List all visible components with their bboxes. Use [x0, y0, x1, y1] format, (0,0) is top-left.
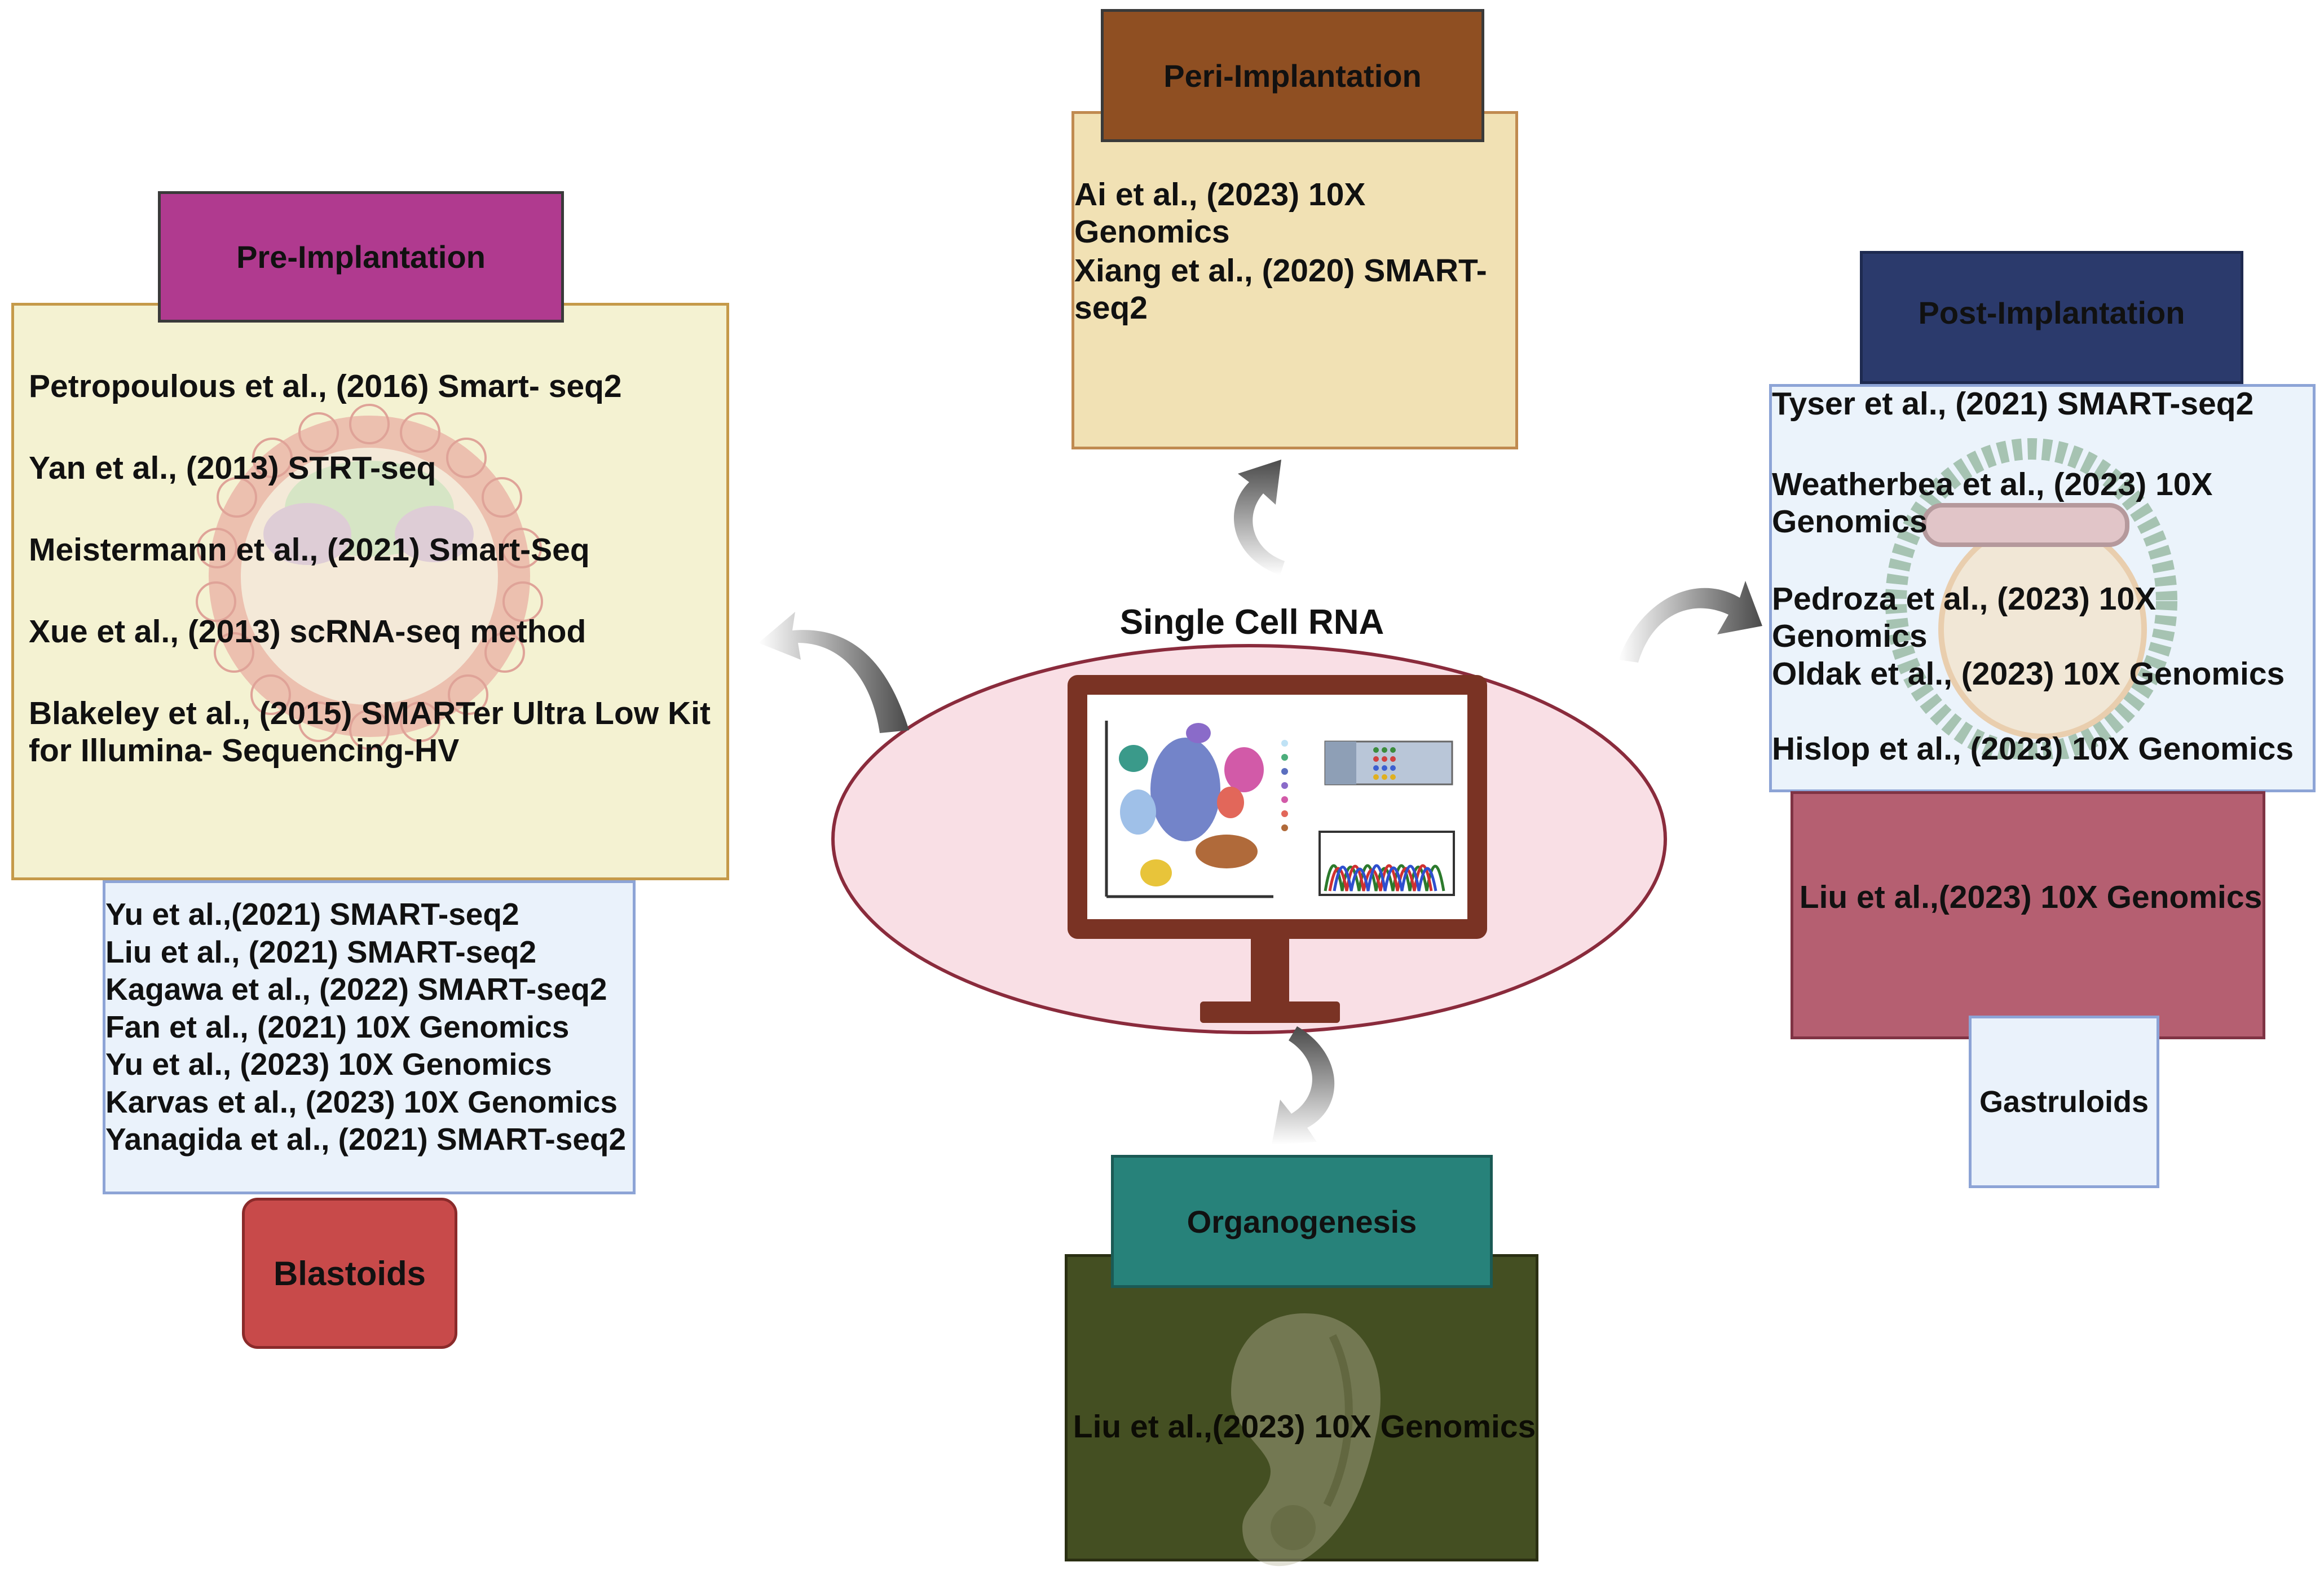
pre-citation-1: Petropoulous et al., (2016) Smart- seq2	[29, 368, 622, 404]
pre-implantation-panel: Petropoulous et al., (2016) Smart- seq2 …	[11, 303, 729, 880]
pre-implantation-header: Pre-Implantation	[158, 191, 564, 323]
peri-citation-2: Xiang et al., (2020) SMART- seq2	[1074, 253, 1487, 326]
post-citation-5: Hislop et al., (2023) 10X Genomics	[1772, 731, 2294, 767]
blastoids-citation-1: Yu et al.,(2021) SMART-seq2	[105, 897, 519, 932]
embryo-organogenesis-icon	[1231, 1313, 1381, 1567]
arrow-to-post-implantation	[1619, 581, 1762, 663]
pre-citation-2: Yan et al., (2013) STRT-seq	[29, 450, 436, 486]
blastoids-citation-3: Kagawa et al., (2022) SMART-seq2	[105, 972, 607, 1007]
post-citation-3: Pedroza et al., (2023) 10X Genomics	[1772, 581, 2166, 654]
pre-citation-5: Blakeley et al., (2015) SMARTer Ultra Lo…	[29, 695, 711, 769]
center-title: Single Cell RNA	[1119, 603, 1384, 642]
organogenesis-panel: Liu et al.,(2023) 10X Genomics	[1065, 1254, 1538, 1567]
pre-citation-3: Meistermann et al., (2021) Smart-Seq	[29, 532, 590, 568]
arrow-to-pre-implantation	[759, 612, 909, 733]
post-citation-4: Oldak et al., (2023) 10X Genomics	[1772, 656, 2285, 692]
organogenesis-citation: Liu et al.,(2023) 10X Genomics	[1073, 1409, 1536, 1445]
blastoids-panel: Yu et al.,(2021) SMART-seq2 Liu et al., …	[103, 880, 636, 1194]
blastocyst-icon	[196, 404, 543, 750]
blastoids-citation-6: Karvas et al., (2023) 10X Genomics	[105, 1084, 618, 1119]
blastoids-citation-7: Yanagida et al., (2021) SMART-seq2	[105, 1122, 627, 1157]
gastruloids-panel: Liu et al.,(2023) 10X Genomics	[1791, 791, 2265, 1039]
pre-citation-4: Xue et al., (2013) scRNA-seq method	[29, 614, 586, 650]
arrow-to-organogenesis	[1272, 1026, 1335, 1145]
post-implantation-header: Post-Implantation	[1860, 251, 2243, 384]
blastoids-citation-list: Yu et al.,(2021) SMART-seq2 Liu et al., …	[105, 895, 633, 1158]
peri-implantation-header: Peri-Implantation	[1101, 9, 1484, 142]
post-implantation-embryo-icon	[1885, 438, 2177, 759]
arrow-to-peri-implantation	[1233, 460, 1285, 575]
monitor-icon	[1068, 675, 1487, 1023]
post-implantation-panel: Tyser et al., (2021) SMART-seq2 Weatherb…	[1769, 384, 2316, 792]
peri-citation-1: Ai et al., (2023) 10X Genomics	[1074, 177, 1375, 250]
post-citation-2: Weatherbea et al., (2023) 10X Genomics	[1772, 466, 2213, 540]
gastruloids-citation: Liu et al.,(2023) 10X Genomics	[1799, 879, 2263, 915]
blastoids-citation-5: Yu et al., (2023) 10X Genomics	[105, 1047, 552, 1082]
blastoids-citation-4: Fan et al., (2021) 10X Genomics	[105, 1009, 570, 1044]
organogenesis-header: Organogenesis	[1111, 1155, 1493, 1288]
peri-implantation-panel: Ai et al., (2023) 10X Genomics Xiang et …	[1071, 111, 1518, 449]
post-citation-1: Tyser et al., (2021) SMART-seq2	[1772, 386, 2254, 422]
blastoids-citation-2: Liu et al., (2021) SMART-seq2	[105, 934, 537, 969]
gastruloids-header: Gastruloids	[1969, 1016, 2159, 1188]
blastoids-header: Blastoids	[242, 1198, 457, 1349]
